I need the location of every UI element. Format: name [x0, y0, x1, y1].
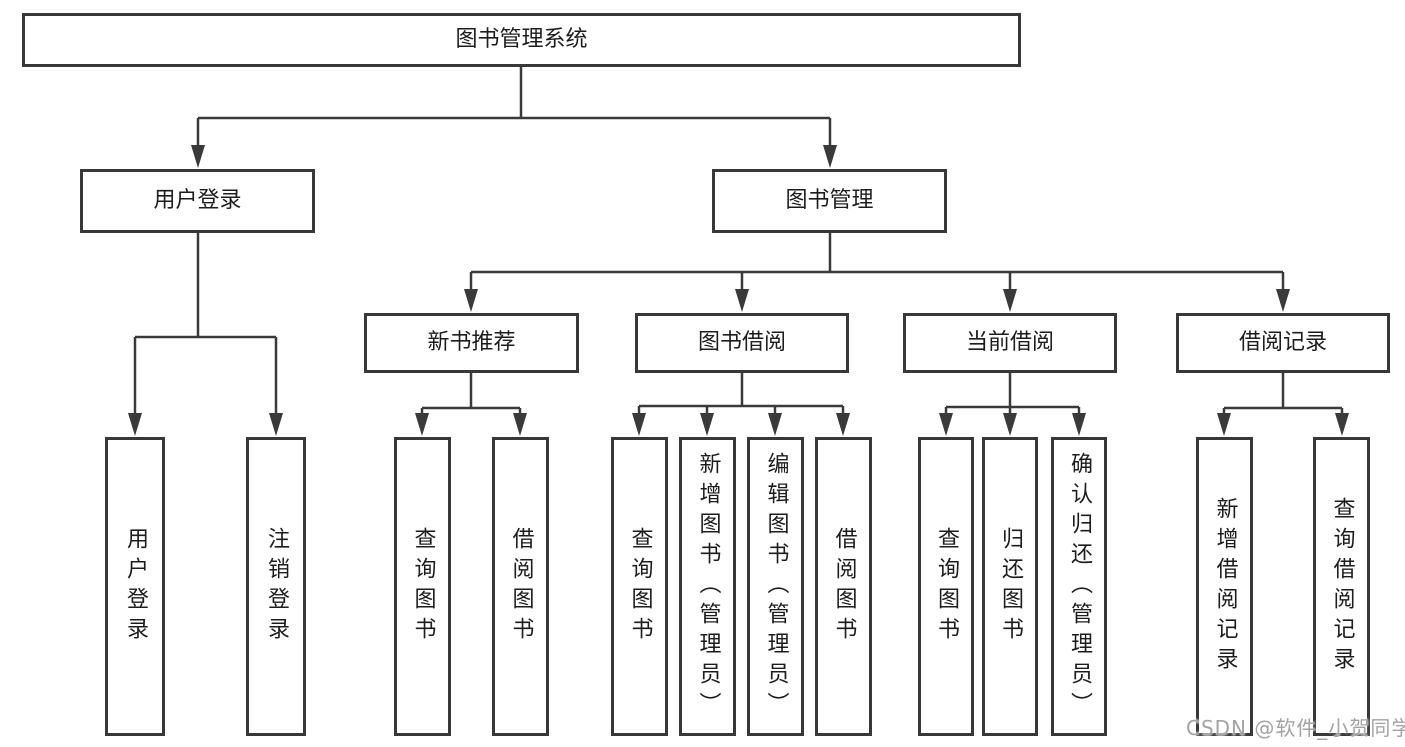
- arrowhead-icon: [1003, 289, 1017, 312]
- leaf-borrow-edit-books-admin: 编辑图书（管理员）: [747, 437, 804, 736]
- arrowhead-icon: [191, 145, 205, 168]
- arrowhead-icon: [735, 289, 749, 312]
- arrowhead-icon: [513, 413, 527, 436]
- node-new-book-recommend: 新书推荐: [364, 313, 579, 373]
- node-book-borrow: 图书借阅: [635, 313, 849, 373]
- leaf-borrow-query-books: 查询图书: [611, 437, 668, 736]
- arrowhead-icon: [464, 289, 478, 312]
- connector-user-login-to-leaves: [133, 233, 278, 416]
- connector-book-mgmt-to-level3: [469, 233, 1285, 292]
- leaf-user-login: 用户登录: [105, 437, 165, 736]
- connector-root-to-level2: [196, 67, 832, 148]
- arrowhead-icon: [1276, 289, 1290, 312]
- connector-book-borrow-to-leaves: [637, 373, 845, 417]
- arrowhead-icon: [1072, 413, 1086, 436]
- arrowhead-icon: [415, 413, 429, 436]
- leaf-newbook-query-books: 查询图书: [394, 437, 451, 736]
- arrowhead-icon: [128, 413, 142, 436]
- leaf-current-confirm-return-admin: 确认归还（管理员）: [1051, 437, 1107, 736]
- connector-borrow-record-to-leaves: [1222, 373, 1344, 417]
- node-current-borrow: 当前借阅: [903, 313, 1117, 373]
- arrowhead-icon: [1335, 413, 1349, 436]
- leaf-borrow-add-books-admin: 新增图书（管理员）: [679, 437, 736, 736]
- arrowhead-icon: [768, 413, 782, 436]
- connector-new-book-to-leaves: [420, 373, 522, 417]
- leaf-newbook-borrow-books: 借阅图书: [492, 437, 549, 736]
- connector-current-borrow-to-leaves: [944, 373, 1081, 417]
- node-root-system: 图书管理系统: [22, 13, 1021, 67]
- node-book-management: 图书管理: [712, 169, 947, 233]
- arrowhead-icon: [836, 413, 850, 436]
- leaf-records-add-record: 新增借阅记录: [1196, 437, 1253, 736]
- leaf-records-query-record: 查询借阅记录: [1313, 437, 1370, 736]
- node-user-login: 用户登录: [80, 169, 315, 233]
- arrowhead-icon: [700, 413, 714, 436]
- leaf-current-query-books: 查询图书: [918, 437, 974, 736]
- node-borrow-records: 借阅记录: [1176, 313, 1390, 373]
- arrowhead-icon: [939, 413, 953, 436]
- arrowhead-icon: [1217, 413, 1231, 436]
- leaf-current-return-books: 归还图书: [982, 437, 1038, 736]
- watermark-text: CSDN @软件_小贺同学: [1186, 716, 1405, 740]
- leaf-logout: 注销登录: [246, 437, 306, 736]
- arrowhead-icon: [269, 413, 283, 436]
- arrowhead-icon: [1003, 413, 1017, 436]
- arrowhead-icon: [823, 145, 837, 168]
- leaf-borrow-borrow-books: 借阅图书: [815, 437, 872, 736]
- arrowhead-icon: [632, 413, 646, 436]
